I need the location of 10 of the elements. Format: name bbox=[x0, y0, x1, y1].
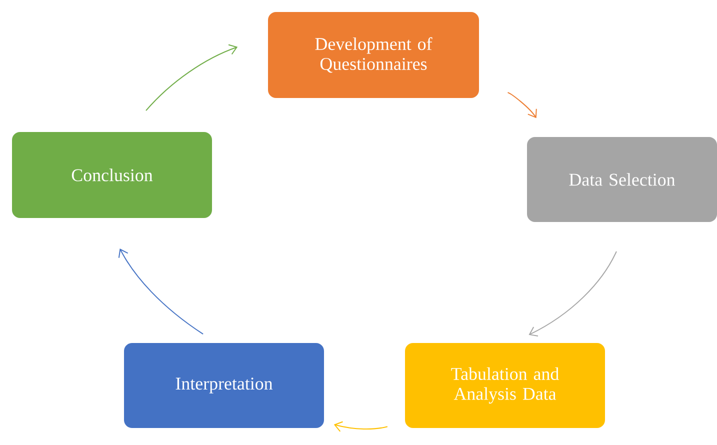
process-box: Tabulation and Analysis Data bbox=[405, 343, 605, 428]
process-box: Data Selection bbox=[527, 137, 717, 222]
arrow bbox=[334, 421, 388, 432]
arrow bbox=[146, 44, 238, 112]
arrow bbox=[118, 248, 204, 335]
arrow bbox=[528, 250, 617, 336]
process-box: Interpretation bbox=[124, 343, 324, 428]
process-box: Development of Questionnaires bbox=[268, 12, 479, 98]
process-box: Conclusion bbox=[12, 132, 212, 218]
arrow bbox=[507, 92, 537, 118]
